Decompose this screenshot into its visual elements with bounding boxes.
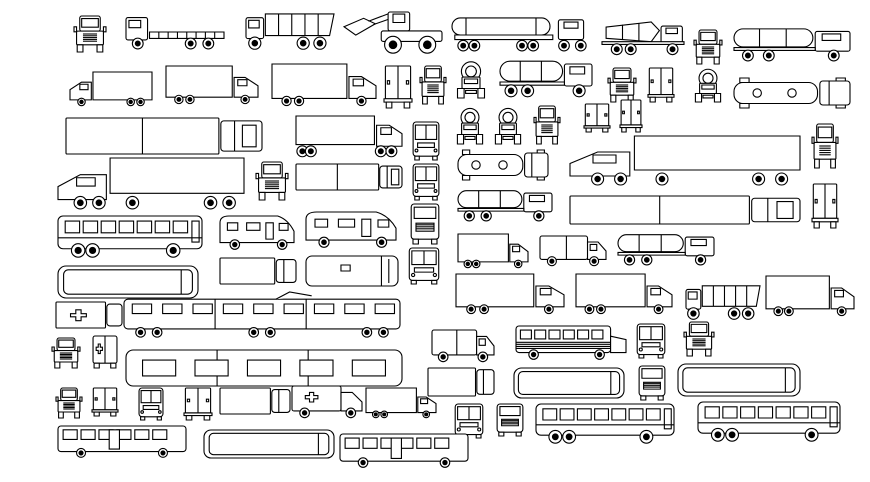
tanker-truck-top-view — [734, 78, 850, 108]
truck-front-view — [420, 66, 446, 104]
semi-truck-side-view — [58, 158, 244, 209]
box-truck-rear-view — [620, 100, 642, 132]
dump-truck-side-view — [246, 14, 334, 49]
truck-front-view — [684, 322, 714, 356]
bus-top-view — [58, 266, 198, 298]
bus-front-view — [139, 388, 163, 420]
box-truck-side-view — [458, 234, 528, 268]
box-truck-side-view — [272, 64, 376, 106]
motorhome-side-view — [220, 216, 294, 249]
bus-rear-view — [497, 404, 523, 436]
truck-front-view — [534, 106, 560, 144]
tanker-truck-front-view — [457, 108, 482, 144]
bus-front-view — [455, 404, 483, 438]
concrete-mixer-truck-side-view — [602, 22, 684, 55]
truck-front-view — [256, 162, 288, 200]
school-bus-side-view — [516, 326, 626, 359]
dump-truck-side-view — [686, 286, 760, 319]
box-truck-side-view — [166, 66, 258, 104]
box-truck-side-view — [70, 72, 152, 106]
coach-bus-side-view — [536, 404, 674, 443]
bus-top-view — [678, 364, 800, 396]
tanker-truck-side-view — [500, 61, 592, 97]
semi-truck-side-view — [570, 136, 800, 185]
bus-rear-view — [411, 204, 439, 244]
flatbed-truck-side-view — [126, 18, 224, 49]
bus-front-view — [413, 164, 439, 200]
truck-top-view — [428, 368, 494, 396]
city-bus-side-view — [340, 434, 468, 467]
tanker-truck-front-view — [495, 108, 520, 144]
tanker-truck-side-view — [458, 191, 552, 221]
tanker-truck-side-view — [618, 235, 714, 265]
wheel-loader-side-view — [344, 12, 442, 53]
ambulance-rear-view — [93, 336, 117, 368]
ambulance-side-view — [292, 386, 362, 418]
delivery-van-side-view — [540, 236, 606, 266]
bus-front-view — [413, 122, 439, 160]
truck-rear-view — [584, 104, 610, 132]
tanker-truck-side-view — [734, 29, 850, 61]
semi-truck-top-view — [570, 196, 800, 224]
truck-front-view — [56, 388, 82, 418]
delivery-van-side-view — [432, 330, 494, 362]
truck-front-view — [74, 16, 106, 52]
motorhome-side-view — [306, 212, 396, 247]
box-truck-side-view — [766, 276, 854, 316]
bus-top-view — [514, 368, 624, 398]
truck-front-view — [694, 30, 722, 64]
tanker-truck-front-view — [695, 69, 720, 102]
truck-rear-view — [92, 388, 118, 416]
semi-truck-top-view — [66, 118, 262, 154]
box-truck-rear-view — [812, 184, 838, 228]
bus-front-view — [637, 324, 665, 358]
truck-front-view — [812, 124, 838, 168]
tanker-truck-top-view — [458, 150, 548, 180]
box-truck-side-view — [456, 274, 564, 314]
semi-truck-side-view — [296, 116, 402, 157]
bus-top-view — [204, 430, 334, 458]
box-truck-rear-view — [648, 68, 674, 102]
tram-side-view — [124, 292, 400, 337]
tram-top-view — [126, 350, 402, 386]
fuel-tanker-trailer-side-view — [452, 18, 586, 51]
truck-top-view — [220, 388, 290, 414]
truck-rear-view — [184, 388, 212, 420]
ambulance-top-view — [56, 302, 122, 328]
box-truck-rear-view — [384, 66, 412, 108]
truck-top-view — [220, 258, 296, 284]
motorhome-top-view — [306, 256, 398, 286]
box-truck-side-view — [576, 274, 672, 314]
bus-rear-view — [639, 366, 665, 400]
tanker-truck-front-view — [458, 62, 485, 98]
coach-bus-side-view — [58, 216, 202, 257]
semi-truck-top-view — [296, 164, 402, 190]
box-truck-side-view — [366, 388, 436, 418]
city-bus-side-view — [58, 426, 186, 457]
bus-front-view — [409, 248, 438, 284]
coach-bus-side-view — [698, 402, 840, 441]
truck-front-view — [608, 68, 636, 102]
truck-front-view — [52, 338, 80, 368]
